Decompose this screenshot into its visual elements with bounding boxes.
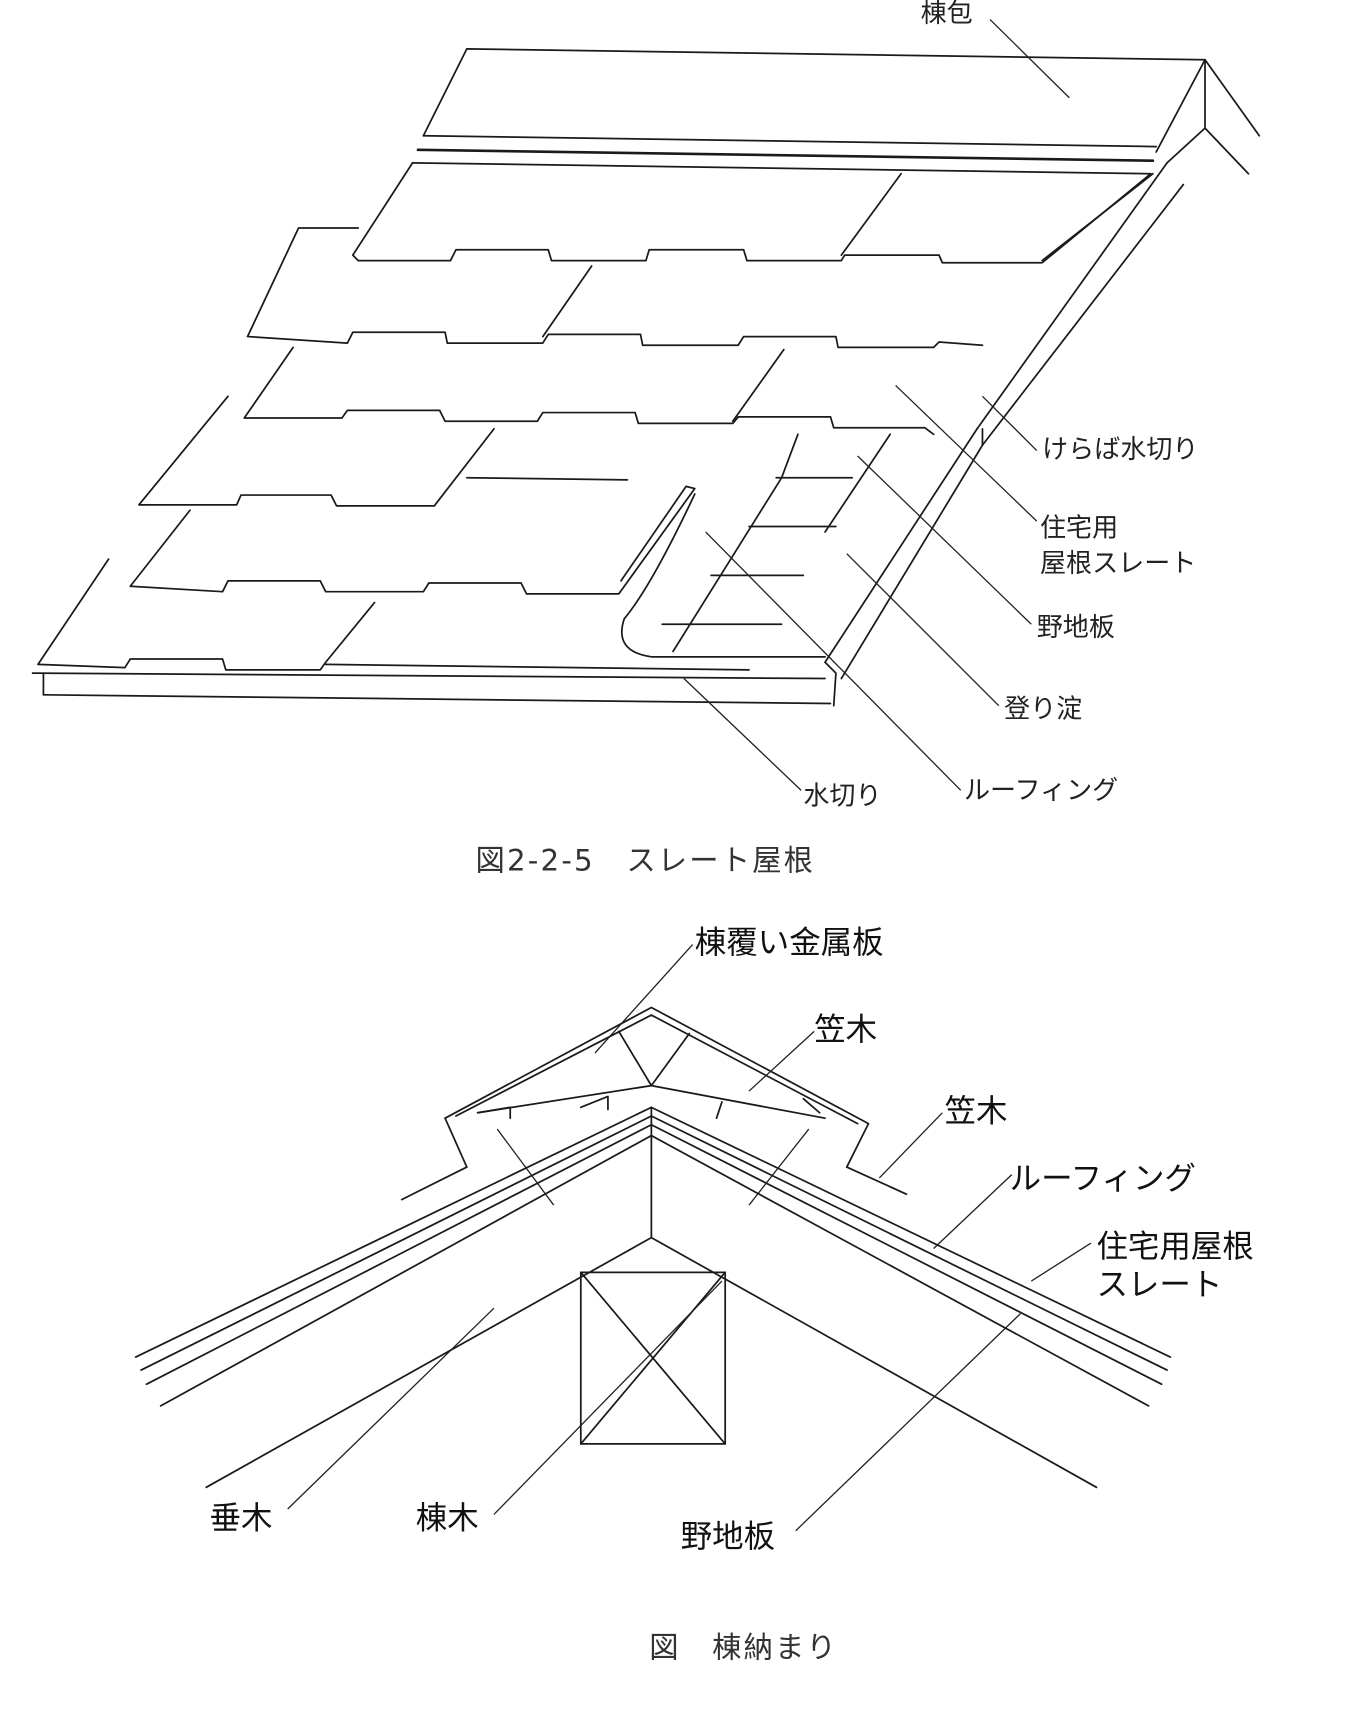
label-eave-flashing: 水切り — [803, 781, 881, 811]
label-ridge-beam: 棟木 — [416, 1501, 479, 1537]
label-slate-2: 屋根スレート — [1040, 549, 1196, 579]
ridge-cap — [411, 48, 1261, 175]
ridge-beam — [579, 1271, 727, 1445]
label-rake-board: 登り淀 — [1004, 695, 1082, 725]
sheathing-boards — [620, 433, 892, 658]
ridge-cover-metal — [444, 1006, 870, 1168]
label-rake-flashing: けらば水切り — [1042, 435, 1198, 465]
label-ridge-cap: 棟包 — [921, 0, 973, 29]
label-kasagi-2: 笠木 — [944, 1093, 1007, 1129]
figure2-caption: 図 棟納まり — [649, 1631, 838, 1665]
label-sheathing: 野地板 — [1037, 613, 1115, 643]
label-slate-2a: 住宅用屋根 — [1096, 1229, 1253, 1265]
roof-slopes — [134, 1106, 1172, 1489]
label-kasagi-1: 笠木 — [814, 1012, 877, 1048]
label-ridge-cover: 棟覆い金属板 — [695, 925, 884, 961]
leader-lines — [683, 19, 1070, 791]
label-slate-1: 住宅用 — [1040, 513, 1118, 543]
label-roofing-2: ルーフィング — [1010, 1161, 1196, 1197]
leader-lines-2 — [287, 944, 1092, 1532]
slate-roof-drawing: 棟包 けらば水切り 住宅用 屋根スレート 野地板 登り淀 ルーフィング 水切り … — [31, 0, 1261, 878]
label-rafter: 垂木 — [210, 1501, 273, 1537]
label-slate-2b: スレート — [1096, 1267, 1222, 1303]
label-roofing: ルーフィング — [964, 776, 1118, 806]
label-sheathing-2: 野地板 — [681, 1519, 775, 1555]
slate-courses — [31, 162, 1152, 705]
figure1-caption: 図2-2-5 スレート屋根 — [475, 844, 815, 878]
ridge-detail-drawing: 棟覆い金属板 笠木 笠木 ルーフィング 住宅用屋根 スレート 垂木 棟木 野地板… — [134, 925, 1254, 1665]
